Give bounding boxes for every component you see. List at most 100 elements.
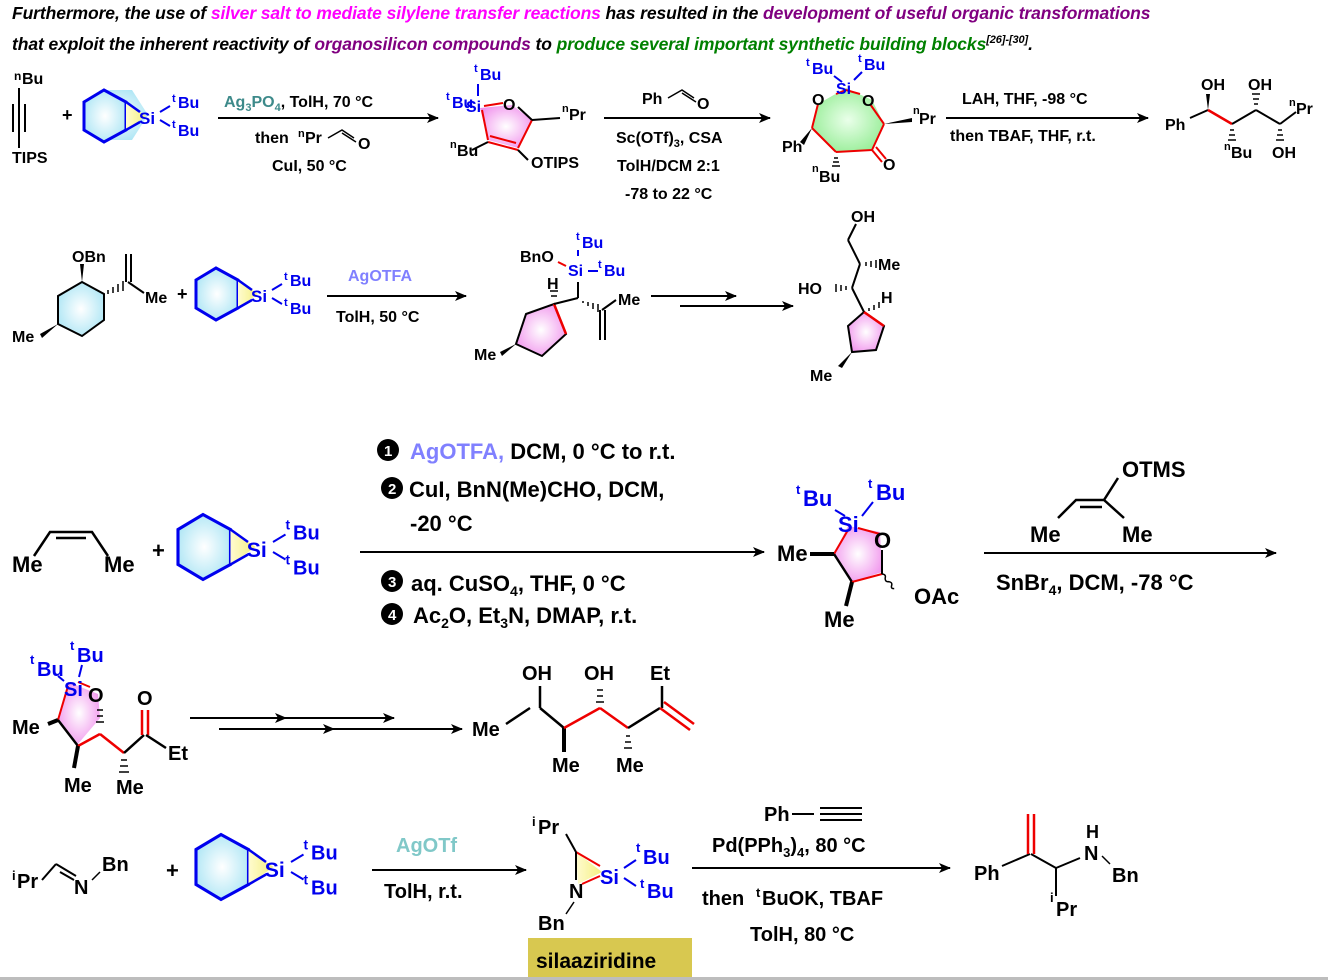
label-bu: Bu <box>803 486 832 511</box>
multistep-arrows <box>190 713 463 734</box>
conditions-below: SnBr4, DCM, -78 °C <box>996 570 1194 598</box>
silacyclopropane-reagent: Si t Bu t Bu <box>82 88 199 144</box>
label-bu: Bu <box>643 847 670 869</box>
plus-sign: + <box>152 538 165 563</box>
label-bu: Bu <box>293 523 320 545</box>
sup-n: n <box>298 128 305 140</box>
label-o: O <box>812 92 824 109</box>
label-o: O <box>137 688 153 710</box>
label-bu: Bu <box>864 57 885 74</box>
label-pr: Pr <box>1056 899 1077 921</box>
label-n: N <box>74 877 88 899</box>
label-pr: Pr <box>569 107 586 124</box>
step-text-cont: -20 °C <box>410 511 473 536</box>
label-et: Et <box>168 743 188 765</box>
label-me: Me <box>64 775 92 797</box>
conditions-below: TolH, 50 °C <box>336 309 420 326</box>
label-oac: OAc <box>914 584 959 609</box>
sup-n: n <box>14 69 21 83</box>
label-bu: Bu <box>293 558 320 580</box>
label-bu: Bu <box>812 61 833 78</box>
tetraol-product: Ph OH OH n Bu OH n Pr <box>1165 77 1313 162</box>
label-bn: Bn <box>538 913 565 935</box>
plus-sign: + <box>62 105 73 125</box>
label-silaaziridine: silaaziridine <box>536 950 656 973</box>
label-me: Me <box>474 347 496 364</box>
sup-t: t <box>806 57 810 69</box>
conditions-below-2: TolH, 80 °C <box>750 924 854 946</box>
label-si: Si <box>466 99 481 116</box>
step-4: 4 Ac2O, Et3N, DMAP, r.t. <box>381 603 637 631</box>
label-si: Si <box>838 512 859 537</box>
label-ph: Ph <box>642 91 662 108</box>
dioxasilepane-intermediate: O O O Si t Bu t Bu n Pr Ph n Bu <box>782 53 936 186</box>
label-bu: Bu <box>647 881 674 903</box>
step-1: 1 AgOTFA, DCM, 0 °C to r.t. <box>377 439 675 464</box>
reaction-2: OBn Me Me + Si t Bu t Bu A <box>12 209 900 385</box>
label-oh: OH <box>1201 77 1225 94</box>
label-si: Si <box>139 109 155 128</box>
alkyne-reactant: n Bu TIPS <box>12 69 48 167</box>
label-bu: Bu <box>819 169 840 186</box>
reaction-arrow-5: 1 AgOTFA, DCM, 0 °C to r.t. 2 CuI, BnN(M… <box>360 439 765 631</box>
plus-sign: + <box>177 284 188 304</box>
label-bn: Bn <box>1112 865 1139 887</box>
sup-n: n <box>812 163 819 175</box>
intro-highlight-silver-salt: silver salt to mediate silylene transfer… <box>210 3 601 23</box>
label-bu: Bu <box>22 71 43 88</box>
label-si: Si <box>265 858 285 882</box>
sup-n: n <box>450 139 457 151</box>
label-me: Me <box>810 368 832 385</box>
step-text: AgOTFA, DCM, 0 °C to r.t. <box>410 439 675 464</box>
sup-t: t <box>304 838 309 853</box>
sup-t: t <box>636 840 641 855</box>
label-me: Me <box>1030 522 1061 547</box>
label-me: Me <box>777 541 808 566</box>
sup-t: t <box>304 873 309 888</box>
conditions-below-then: then <box>702 888 744 910</box>
step-text: aq. CuSO4, THF, 0 °C <box>411 571 626 599</box>
cis-butene-reactant: Me Me <box>12 530 135 577</box>
label-h: H <box>547 276 559 293</box>
label-o: O <box>503 97 515 114</box>
conditions-below-then: then <box>255 130 289 147</box>
label-bn: Bn <box>102 854 129 876</box>
conditions-below: then TBAF, THF, r.t. <box>950 128 1096 145</box>
sup-t: t <box>286 553 291 568</box>
label-bu: Bu <box>582 235 603 252</box>
sup-t: t <box>172 119 176 131</box>
imine-reactant: i Pr N Bn <box>12 854 129 899</box>
reaction-arrow-6: OTMS Me Me SnBr4, DCM, -78 °C <box>984 457 1277 598</box>
step-text: Ac2O, Et3N, DMAP, r.t. <box>413 603 637 631</box>
conditions-below-base: BuOK, TBAF <box>762 888 883 910</box>
conditions-above: LAH, THF, -98 °C <box>962 91 1088 108</box>
cyclopentyl-silane-intermediate: H Si BnO t Bu t Bu Me Me <box>474 231 640 364</box>
reaction-3: Me Me + Si t Bu t Bu 1 AgOTFA, DCM, 0 °C… <box>12 439 1277 799</box>
sup-t: t <box>640 876 645 891</box>
label-bu: Bu <box>178 123 199 140</box>
label-me: Me <box>618 292 640 309</box>
label-oh: OH <box>522 663 552 685</box>
label-me: Me <box>878 257 900 274</box>
citation: [26]-[30] <box>986 34 1029 46</box>
label-ph: Ph <box>974 863 1000 885</box>
ketone-intermediate: O Si t Bu t Bu Me Me O Et Me <box>12 638 188 799</box>
step-text: CuI, BnN(Me)CHO, DCM, <box>409 477 664 502</box>
conditions-above: Pd(PPh3)4, 80 °C <box>712 835 866 860</box>
label-me: Me <box>1122 522 1153 547</box>
sup-t: t <box>868 476 873 491</box>
allylamine-product: Ph H N Bn i Pr <box>974 814 1139 921</box>
silacyclopropane-reagent: Si t Bu t Bu <box>176 512 320 582</box>
conditions-below-2: CuI, 50 °C <box>272 158 347 175</box>
conditions-below: TolH, r.t. <box>384 881 463 903</box>
sup-t: t <box>172 93 176 105</box>
sup-n: n <box>1224 141 1231 153</box>
label-bu: Bu <box>178 95 199 112</box>
sup-n: n <box>562 103 569 115</box>
label-pr: Pr <box>1296 101 1313 118</box>
sup-t: t <box>576 231 580 243</box>
sup-t: t <box>756 885 761 900</box>
label-badge <box>528 938 692 978</box>
step-3: 3 aq. CuSO4, THF, 0 °C <box>381 570 626 599</box>
label-o: O <box>697 96 709 113</box>
